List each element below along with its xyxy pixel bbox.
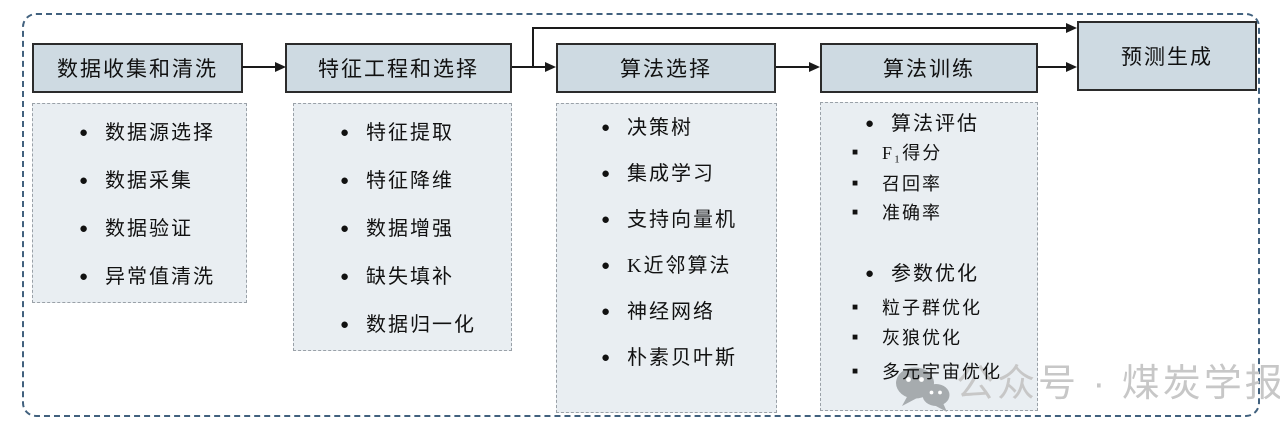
bullet-icon: ●	[79, 268, 91, 285]
stage-label: 算法选择	[620, 57, 712, 81]
arrow-line	[512, 66, 546, 68]
bullet-icon: ●	[601, 303, 613, 320]
list-item-label: K近邻算法	[627, 255, 732, 277]
bullet-icon: ●	[340, 172, 352, 189]
list-item: ● 数据采集	[79, 170, 242, 192]
list-item: ● 支持向量机	[601, 209, 772, 231]
list-item: ● 参数优化	[865, 263, 1033, 285]
bullet-icon: ●	[865, 115, 877, 132]
list-item-label: 数据源选择	[105, 122, 215, 144]
list-item-label: 集成学习	[627, 163, 715, 185]
watermark: 公众号 · 煤炭学报	[894, 354, 1280, 414]
list-item-label: 粒子群优化	[882, 298, 982, 318]
stage-label: 特征工程和选择	[318, 57, 479, 81]
bullet-icon: ●	[601, 119, 613, 136]
bullet-icon: ●	[601, 257, 613, 274]
list-item: ● 特征提取	[340, 122, 507, 144]
list-item-label: 参数优化	[891, 263, 979, 285]
square-bullet-icon: ■	[852, 178, 861, 189]
list-item: ● 神经网络	[601, 301, 772, 323]
list-item: ● 朴素贝叶斯	[601, 347, 772, 369]
list-item: ● 数据验证	[79, 218, 242, 240]
list-item: ■ 准确率	[852, 203, 1033, 223]
square-bullet-icon: ■	[852, 332, 861, 343]
list-item: ● 异常值清洗	[79, 266, 242, 288]
bullet-icon: ●	[340, 220, 352, 237]
bullet-icon: ●	[340, 316, 352, 333]
arrow-line	[242, 66, 276, 68]
square-bullet-icon: ■	[852, 302, 861, 313]
bullet-icon: ●	[79, 172, 91, 189]
list-item: ■ 多元宇宙优化	[852, 362, 1033, 382]
list-item-label: 数据增强	[366, 218, 454, 240]
list-item-label: 数据验证	[105, 218, 193, 240]
list-item: ● 算法评估	[865, 113, 1033, 135]
list-item: ■ 灰狼优化	[852, 328, 1033, 348]
list-item-label: 准确率	[882, 203, 942, 223]
list-item-label: 数据采集	[105, 170, 193, 192]
stage-label: 预测生成	[1121, 45, 1213, 69]
list-item-label: 算法评估	[891, 113, 979, 135]
list-item-label: 异常值清洗	[105, 266, 215, 288]
square-bullet-icon: ■	[852, 366, 861, 377]
list-item: ■ F₁得分	[852, 143, 1033, 163]
square-bullet-icon: ■	[852, 207, 861, 218]
list-item-label: 灰狼优化	[882, 328, 962, 348]
outer-dashed-border	[22, 13, 1260, 417]
watermark-text: 公众号 · 煤炭学报	[956, 363, 1280, 405]
stage-box-prediction-generation: 预测生成	[1077, 21, 1257, 91]
arrow-line	[776, 66, 810, 68]
bullet-icon: ●	[601, 349, 613, 366]
arrowhead-icon	[1066, 62, 1077, 72]
list-item-label: 神经网络	[627, 301, 715, 323]
wechat-icon	[896, 367, 950, 412]
bullet-icon: ●	[340, 124, 352, 141]
list-item: ■ 召回率	[852, 174, 1033, 194]
arrow-line	[1038, 66, 1066, 68]
detail-box-algorithm-training: ● 算法评估 ■ F₁得分 ■ 召回率 ■ 准确率 ● 参数优化 ■ 粒子群优化 ■ 灰狼优化…	[820, 102, 1038, 411]
stage-box-algorithm-training: 算法训练	[820, 43, 1038, 93]
stage-label: 数据收集和清洗	[57, 57, 218, 81]
list-item-label: 缺失填补	[366, 266, 454, 288]
bullet-icon: ●	[865, 265, 877, 282]
list-item-label: 召回率	[882, 174, 942, 194]
list-item: ● 数据增强	[340, 218, 507, 240]
detail-box-feature-engineering: ● 特征提取 ● 特征降维 ● 数据增强 ● 缺失填补 ● 数据归一化	[293, 103, 512, 351]
list-item-label: 支持向量机	[627, 209, 737, 231]
arrow-branch-line	[532, 27, 534, 68]
bullet-icon: ●	[79, 220, 91, 237]
bullet-icon: ●	[601, 211, 613, 228]
list-item: ● 数据源选择	[79, 122, 242, 144]
list-item: ● 特征降维	[340, 170, 507, 192]
list-item: ● 数据归一化	[340, 314, 507, 336]
stage-box-algorithm-selection: 算法选择	[556, 43, 776, 93]
stage-box-feature-engineering: 特征工程和选择	[285, 43, 512, 93]
arrowhead-icon	[1066, 23, 1077, 33]
stage-label: 算法训练	[883, 57, 975, 81]
detail-box-algorithm-selection: ● 决策树 ● 集成学习 ● 支持向量机 ● K近邻算法 ● 神经网络 ● 朴素贝叶斯	[556, 103, 777, 413]
bullet-icon: ●	[340, 268, 352, 285]
square-bullet-icon: ■	[852, 147, 861, 158]
list-item: ● 缺失填补	[340, 266, 507, 288]
list-item-label: 多元宇宙优化	[882, 362, 1002, 382]
list-item-label: 决策树	[627, 117, 693, 139]
list-item: ● 决策树	[601, 117, 772, 139]
list-item: ■ 粒子群优化	[852, 298, 1033, 318]
arrowhead-icon	[809, 62, 820, 72]
arrowhead-icon	[275, 62, 286, 72]
bullet-icon: ●	[79, 124, 91, 141]
list-item-label: 特征降维	[366, 170, 454, 192]
list-item-label: 朴素贝叶斯	[627, 347, 737, 369]
arrowhead-icon	[545, 62, 556, 72]
detail-box-data-collection: ● 数据源选择 ● 数据采集 ● 数据验证 ● 异常值清洗	[32, 103, 247, 303]
stage-box-data-collection: 数据收集和清洗	[32, 43, 243, 93]
list-item: ● K近邻算法	[601, 255, 772, 277]
list-item: ● 集成学习	[601, 163, 772, 185]
list-item-label: 特征提取	[366, 122, 454, 144]
list-item-label: F₁得分	[882, 143, 943, 163]
arrow-top-line	[532, 27, 1066, 29]
bullet-icon: ●	[601, 165, 613, 182]
list-item-label: 数据归一化	[366, 314, 476, 336]
